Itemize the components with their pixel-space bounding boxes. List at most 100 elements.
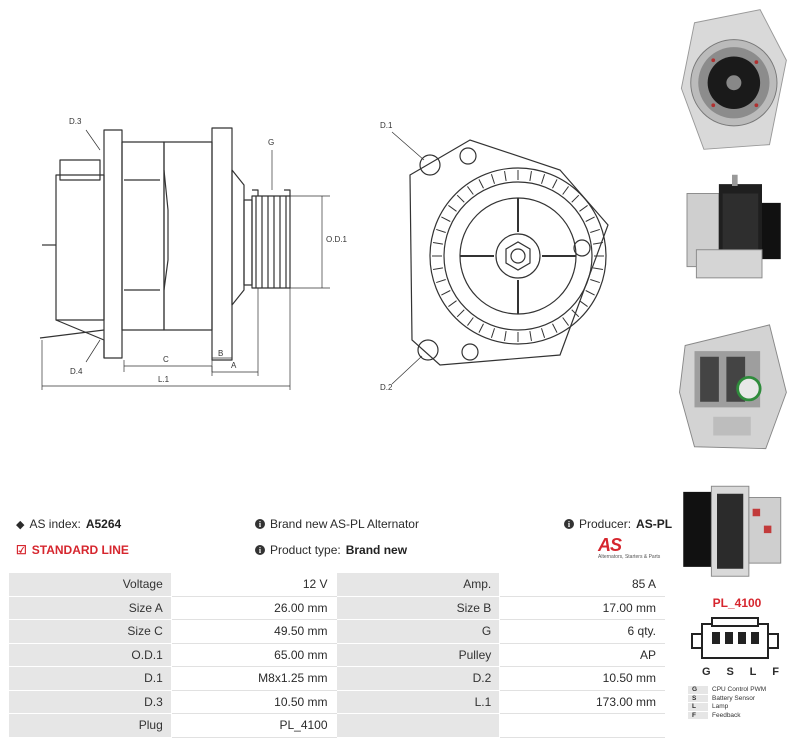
info-icon: i: [255, 519, 265, 529]
spec-value: PL_4100: [170, 713, 337, 738]
spec-value: 12 V: [170, 572, 337, 597]
spec-value: 65.00 mm: [170, 642, 337, 667]
label-l1: L.1: [158, 375, 170, 384]
cooling-fin: [490, 328, 495, 338]
cooling-fin: [478, 323, 484, 333]
product-type-label: Product type:: [270, 543, 341, 557]
spec-value: 173.00 mm: [499, 689, 665, 714]
info-icon: i: [564, 519, 574, 529]
standard-line-label: STANDARD LINE: [31, 543, 129, 557]
standard-line: ☑ STANDARD LINE: [16, 543, 129, 557]
spec-value: AP: [499, 642, 665, 667]
product-type: i Product type: Brand new: [255, 543, 407, 557]
cooling-fin: [590, 228, 600, 233]
technical-drawing: D.3 D.4 G O.D.1 B C A L.1 D.1 D.2: [39, 117, 609, 392]
photo-rear[interactable]: [672, 308, 792, 458]
product-type-value: Brand new: [345, 543, 408, 557]
cooling-fin: [571, 309, 580, 318]
pin-g: G: [702, 666, 712, 678]
photo-front[interactable]: [672, 4, 792, 154]
spec-value: 85 A: [499, 572, 665, 597]
plug-title: PL_4100: [712, 596, 762, 610]
cooling-fin: [490, 174, 495, 184]
spec-label: Plug: [8, 713, 172, 738]
cooling-fin: [552, 323, 558, 333]
cooling-fin: [529, 330, 532, 342]
spec-value: 26.00 mm: [170, 595, 337, 620]
plug-pin-letters: G S L F: [702, 666, 780, 678]
producer-value: AS-PL: [636, 517, 673, 531]
cooling-fin: [504, 330, 507, 342]
cooling-fin: [467, 317, 474, 326]
cooling-fin: [432, 242, 444, 245]
cooling-fin: [585, 216, 595, 222]
cooling-fin: [436, 228, 446, 233]
plug-diagram: [691, 617, 779, 659]
photo-column: [672, 4, 796, 612]
pin-l: L: [749, 666, 758, 678]
cooling-fin: [562, 186, 569, 195]
photo-angle[interactable]: [672, 460, 792, 610]
cooling-fin: [467, 186, 474, 195]
label-d1: D.1: [380, 121, 393, 130]
legend-key: G: [688, 686, 708, 694]
legend-text: Feedback: [712, 711, 741, 719]
cooling-fin: [592, 242, 604, 245]
cooling-fin: [448, 300, 457, 307]
cooling-fin: [585, 290, 595, 296]
legend-text: Battery Sensor: [712, 694, 755, 702]
legend-row: S Battery Sensor: [688, 694, 784, 703]
label-a: A: [231, 361, 237, 370]
cooling-fin: [478, 179, 484, 189]
tag-icon: ◆: [16, 518, 25, 531]
pin-s: S: [726, 666, 735, 678]
label-d4: D.4: [70, 367, 83, 376]
spec-label: G: [335, 619, 501, 644]
cooling-fin: [579, 205, 588, 212]
spec-label: L.1: [335, 689, 501, 714]
logo-tagline: Alternators, Starters & Parts: [598, 554, 661, 560]
spec-value: M8x1.25 mm: [170, 666, 337, 691]
legend-text: CPU Control PWM: [712, 686, 767, 694]
spec-label: D.3: [8, 689, 172, 714]
label-g: G: [268, 138, 274, 147]
description: i Brand new AS-PL Alternator: [255, 517, 419, 531]
spec-value: 49.50 mm: [170, 619, 337, 644]
cooling-fin: [441, 290, 451, 296]
cooling-fin: [562, 317, 569, 326]
label-od1: O.D.1: [326, 235, 347, 244]
label-d3: D.3: [69, 117, 82, 126]
label-c: C: [163, 355, 169, 364]
legend-key: S: [688, 694, 708, 702]
cooling-fin: [579, 300, 588, 307]
spec-label: Size A: [8, 595, 172, 620]
logo-text: AS: [598, 535, 622, 555]
cooling-fin: [541, 174, 546, 184]
pin-f: F: [772, 666, 780, 678]
spec-label: D.1: [8, 666, 172, 691]
producer: i Producer: AS-PL: [564, 517, 672, 531]
spec-label: [335, 713, 501, 738]
cooling-fin: [541, 328, 546, 338]
cooling-fin: [552, 179, 558, 189]
cooling-fin: [448, 205, 457, 212]
spec-value: [499, 713, 665, 738]
as-index-label: AS index:: [29, 517, 81, 531]
photo-side[interactable]: [672, 156, 792, 306]
label-d2: D.2: [380, 383, 393, 392]
cooling-fin: [590, 279, 600, 284]
cooling-fin: [456, 194, 465, 203]
producer-label: Producer:: [579, 517, 632, 531]
cooling-fin: [441, 216, 451, 222]
product-info: ◆ AS index: A5264 ☑ STANDARD LINE i Bran…: [12, 514, 672, 564]
legend-row: G CPU Control PWM: [688, 686, 784, 695]
spec-label: Size B: [335, 595, 501, 620]
label-b: B: [218, 349, 223, 358]
